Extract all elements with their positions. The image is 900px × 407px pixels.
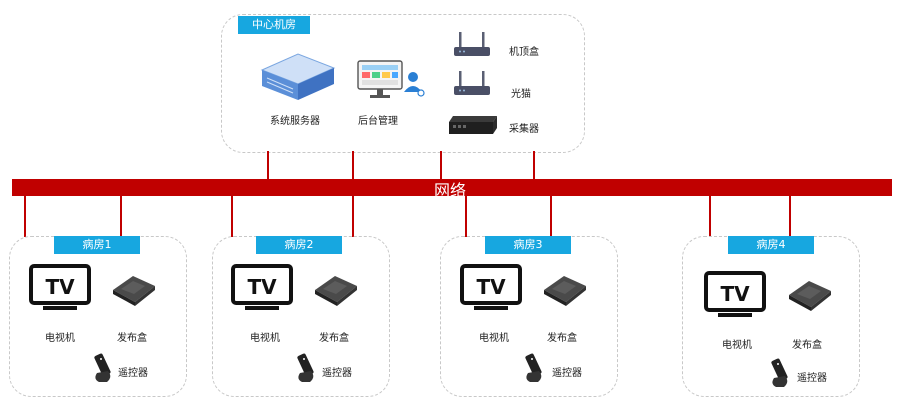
connector-center-1 [267, 151, 269, 179]
server-label: 系统服务器 [270, 116, 320, 127]
network-label: 网络 [434, 181, 467, 200]
ward4-title: 病房4 [728, 236, 814, 254]
connector-ward3-b [550, 196, 552, 237]
connector-ward4-a [709, 196, 711, 237]
publish-box-icon [785, 277, 835, 313]
ward3-box-label: 发布盒 [547, 333, 577, 344]
connector-ward3-a [465, 196, 467, 237]
ward4-tv-label: 电视机 [722, 340, 752, 351]
connector-center-2 [352, 151, 354, 179]
admin-workstation-icon [357, 60, 427, 102]
connector-ward2-b [352, 196, 354, 237]
tv-icon: TV [460, 264, 522, 312]
publish-box-icon [540, 272, 590, 308]
svg-text:TV: TV [45, 275, 75, 299]
svg-text:TV: TV [476, 275, 506, 299]
center-room-title: 中心机房 [238, 16, 310, 34]
connector-ward1-b [120, 196, 122, 237]
publish-box-icon [109, 272, 159, 308]
collector-icon [447, 112, 499, 138]
ward2-title: 病房2 [256, 236, 342, 254]
ward3-title: 病房3 [485, 236, 571, 254]
svg-text:TV: TV [720, 282, 750, 306]
tv-icon: TV [29, 264, 91, 312]
ward1-tv-label: 电视机 [45, 333, 75, 344]
network-bus [12, 179, 892, 196]
server-icon [258, 50, 338, 105]
svg-text:TV: TV [247, 275, 277, 299]
ward1-box-label: 发布盒 [117, 333, 147, 344]
remote-control-icon [294, 353, 320, 383]
ward1-title: 病房1 [54, 236, 140, 254]
connector-ward4-b [789, 196, 791, 237]
remote-control-icon [768, 358, 794, 388]
connector-center-3 [440, 151, 442, 179]
remote-control-icon [522, 353, 548, 383]
center-room-box [221, 14, 585, 153]
ward4-remote-label: 遥控器 [797, 373, 827, 384]
ward3-remote-label: 遥控器 [552, 368, 582, 379]
ward2-box-label: 发布盒 [319, 333, 349, 344]
router-icon [452, 30, 492, 60]
collector-label: 采集器 [509, 124, 539, 135]
remote-control-icon [91, 353, 117, 383]
connector-ward1-a [24, 196, 26, 237]
tv-icon: TV [704, 271, 766, 319]
ward2-remote-label: 遥控器 [322, 368, 352, 379]
connector-ward2-a [231, 196, 233, 237]
tv-icon: TV [231, 264, 293, 312]
modem-label: 光猫 [511, 89, 531, 100]
ward1-remote-label: 遥控器 [118, 368, 148, 379]
admin-label: 后台管理 [358, 116, 398, 127]
ward2-tv-label: 电视机 [250, 333, 280, 344]
stb-label: 机顶盒 [509, 47, 539, 58]
ward3-tv-label: 电视机 [479, 333, 509, 344]
ward4-box-label: 发布盒 [792, 340, 822, 351]
connector-center-4 [533, 151, 535, 179]
publish-box-icon [311, 272, 361, 308]
modem-icon [452, 69, 492, 99]
